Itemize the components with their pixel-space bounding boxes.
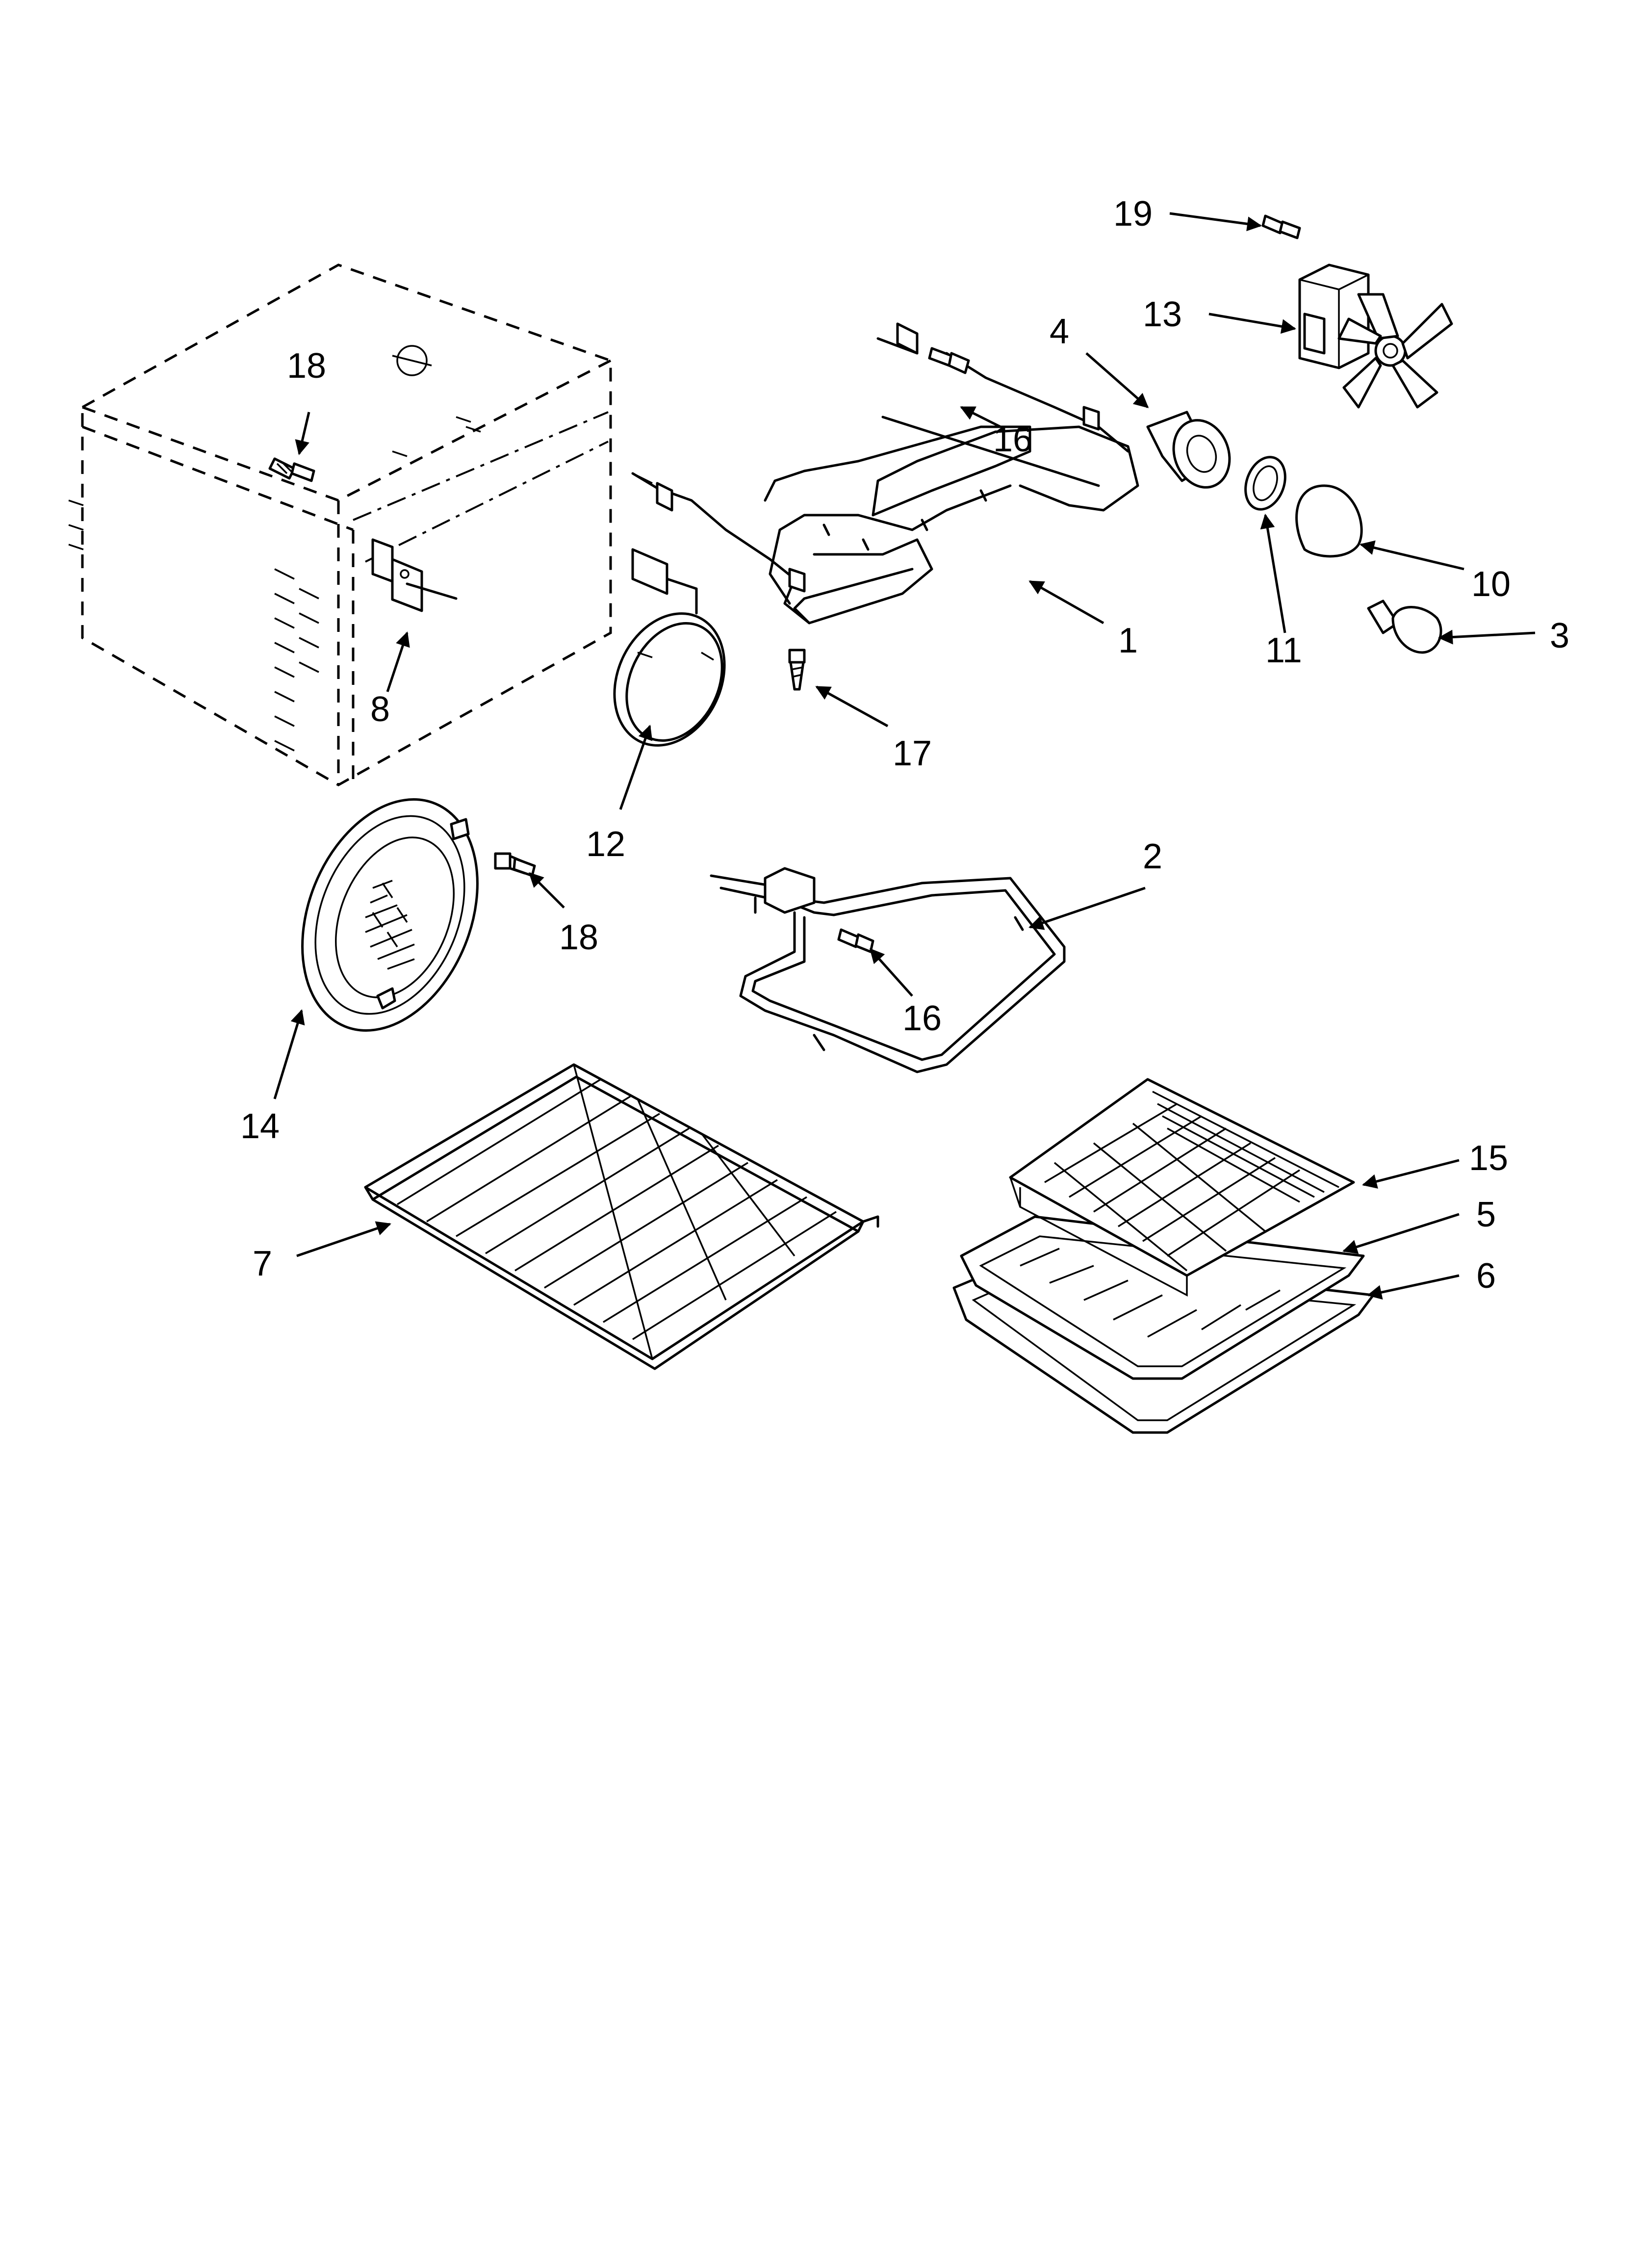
callout-18-lower: 18 [559, 918, 598, 957]
screw-part-17 [788, 649, 806, 691]
callout-13: 13 [1143, 295, 1182, 334]
callout-16-lower: 16 [902, 999, 942, 1038]
callout-6: 6 [1476, 1256, 1496, 1296]
screw-part-16-lower [837, 928, 874, 953]
callout-18-top: 18 [287, 346, 326, 386]
oven-cavity-outline [68, 263, 612, 786]
callout-4: 4 [1050, 312, 1069, 351]
lamp-socket-part-4 [1146, 411, 1231, 489]
callout-17: 17 [893, 734, 932, 773]
callout-labels: 19 13 4 16 18 1 11 10 3 8 17 12 2 18 16 … [240, 194, 1569, 1296]
fan-shroud-part-12 [613, 548, 726, 747]
screw-part-19 [1261, 214, 1301, 239]
callout-15: 15 [1469, 1139, 1508, 1178]
callout-11: 11 [1265, 631, 1302, 670]
leader-lines [273, 212, 1536, 1300]
grate-part-15 [1009, 1078, 1355, 1297]
fan-motor-part-13 [1298, 263, 1453, 409]
bracket-part-8 [371, 538, 458, 612]
bake-element-part-1 [631, 322, 1139, 625]
callout-12: 12 [586, 825, 625, 864]
fan-cover-part-14 [301, 798, 479, 1032]
lens-cover-part-10 [1295, 484, 1363, 558]
callout-14: 14 [240, 1107, 280, 1146]
gasket-part-11 [1244, 456, 1286, 511]
callout-19: 19 [1113, 194, 1153, 234]
callout-16-top: 16 [993, 420, 1032, 459]
screw-part-18-top [268, 457, 315, 482]
callout-7: 7 [253, 1244, 272, 1283]
callout-10: 10 [1471, 565, 1511, 604]
bulb-part-3 [1367, 600, 1442, 654]
callout-2: 2 [1143, 837, 1162, 876]
broil-pan-insert-part-5 [960, 1215, 1365, 1380]
broil-element-part-2 [710, 867, 1066, 1073]
screw-part-18-lower [494, 852, 536, 877]
screw-part-16-top [928, 347, 970, 374]
callout-8: 8 [370, 690, 390, 729]
callout-1: 1 [1118, 621, 1138, 660]
callout-3: 3 [1550, 616, 1569, 655]
oven-rack-part-7 [364, 1063, 879, 1370]
callout-5: 5 [1476, 1195, 1496, 1234]
